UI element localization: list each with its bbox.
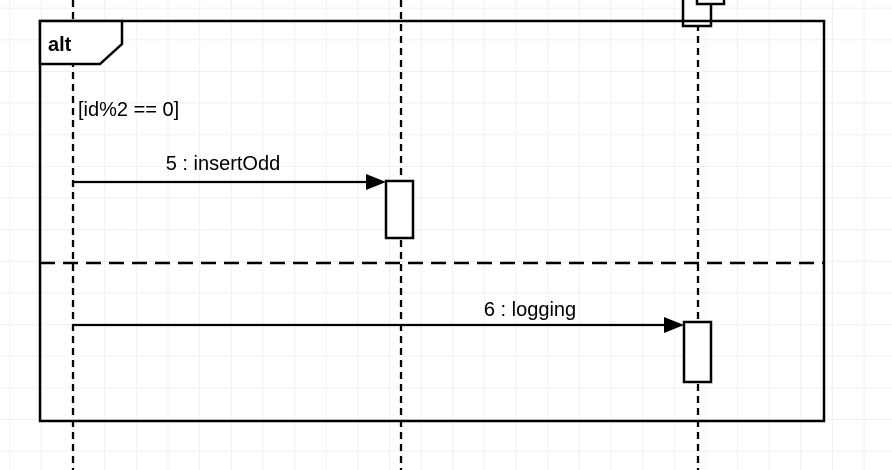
- message-arrow-logging[interactable]: [73, 317, 684, 333]
- message-arrowhead-icon: [366, 174, 386, 190]
- activation-bar-top-nested[interactable]: [695, 0, 726, 6]
- alt-fragment-frame[interactable]: [38, 19, 826, 423]
- alt-operator-label: alt: [48, 34, 72, 56]
- message-arrow-insertodd[interactable]: [73, 174, 386, 190]
- message-label-logging[interactable]: 6 : logging: [484, 299, 576, 321]
- activation-bar-logging[interactable]: [682, 320, 713, 384]
- activation-bar-insertodd[interactable]: [384, 179, 415, 240]
- guard-condition-label[interactable]: [id%2 == 0]: [78, 99, 179, 121]
- message-label-insertodd[interactable]: 5 : insertOdd: [166, 153, 281, 175]
- alt-operator-pentagon[interactable]: [38, 19, 124, 66]
- message-arrowhead-icon: [664, 317, 684, 333]
